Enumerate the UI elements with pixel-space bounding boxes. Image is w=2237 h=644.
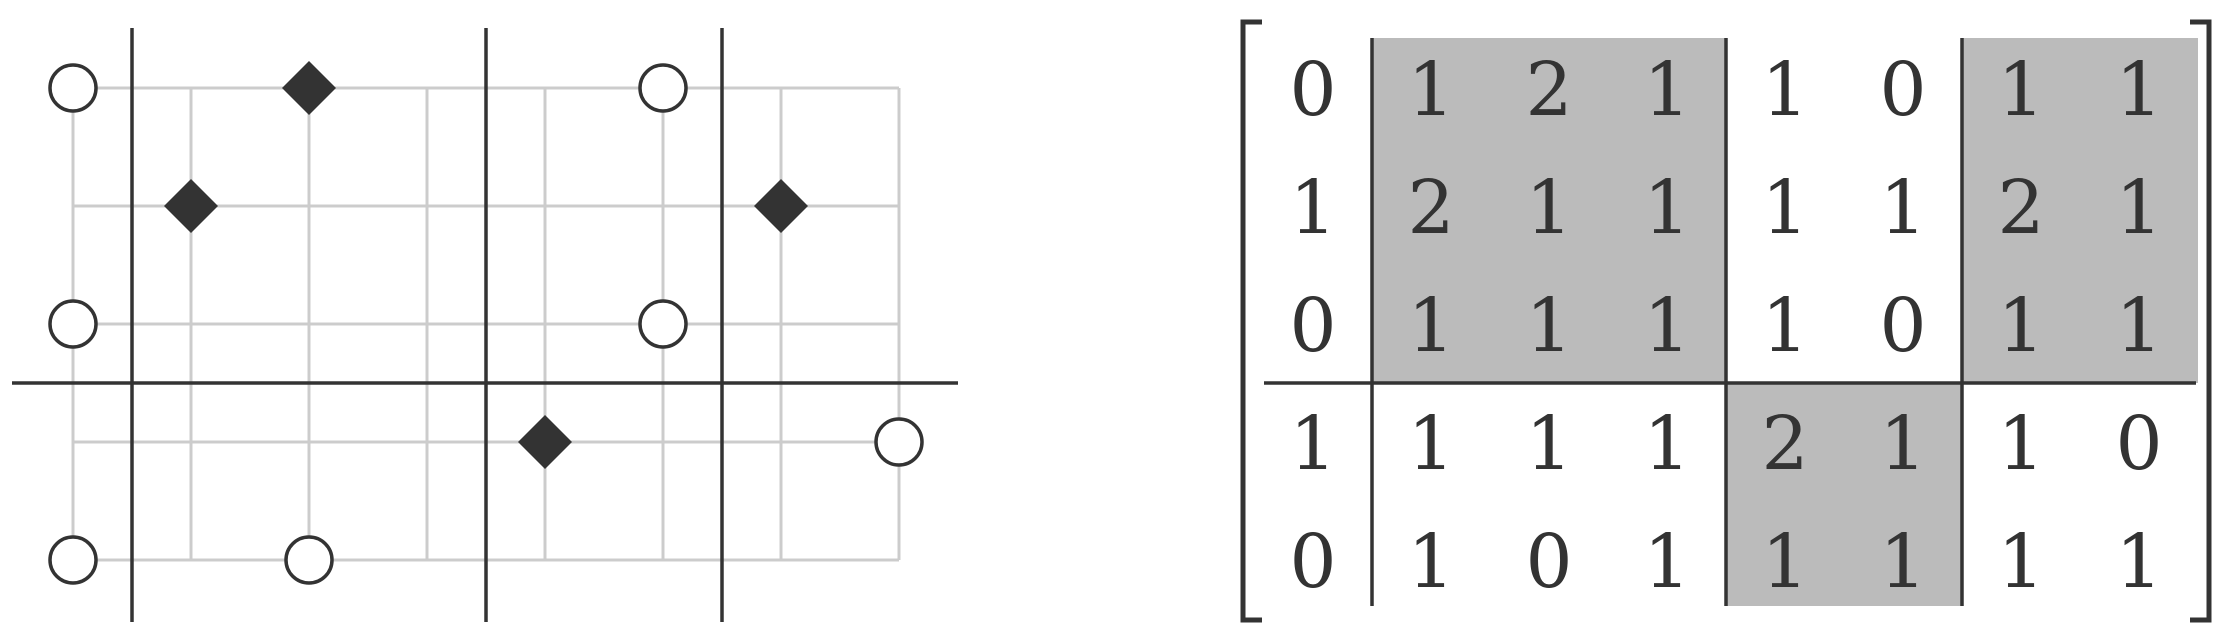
matrix-entry: 1 <box>1289 165 1336 251</box>
matrix-entry: 1 <box>1289 401 1336 487</box>
shaded-block <box>1726 383 1962 606</box>
lattice-markers <box>48 61 924 585</box>
circle-marker <box>638 63 688 113</box>
matrix-entry: 1 <box>1761 283 1808 369</box>
matrix-entry: 2 <box>1761 401 1808 487</box>
matrix-entry: 1 <box>2115 165 2162 251</box>
circle-marker <box>638 299 688 349</box>
matrix-entry: 1 <box>1879 401 1926 487</box>
matrix-entry: 1 <box>1761 165 1808 251</box>
matrix-entry: 1 <box>1407 401 1454 487</box>
matrix-entry: 0 <box>1289 283 1336 369</box>
matrix-entry: 1 <box>2115 47 2162 133</box>
diamond-marker <box>282 61 336 115</box>
matrix-block-separators <box>1264 38 2196 606</box>
matrix-entry: 0 <box>2115 401 2162 487</box>
matrix-entry: 1 <box>1643 47 1690 133</box>
matrix-entry: 1 <box>1407 47 1454 133</box>
matrix-entry: 2 <box>1407 165 1454 251</box>
lattice-block-separators <box>12 28 958 622</box>
matrix-entry: 1 <box>1407 519 1454 605</box>
diamond-marker <box>518 415 572 469</box>
matrix-entry: 1 <box>1525 165 1572 251</box>
matrix-entry: 1 <box>1761 47 1808 133</box>
matrix-entry: 1 <box>1525 283 1572 369</box>
circle-marker <box>48 299 98 349</box>
matrix-shaded-blocks <box>1372 38 2198 606</box>
matrix-entry: 1 <box>1643 165 1690 251</box>
lattice-diagram <box>12 28 958 622</box>
matrix-entry: 0 <box>1879 283 1926 369</box>
circle-marker <box>284 535 334 585</box>
matrix-entry: 1 <box>1879 165 1926 251</box>
matrix-entry: 0 <box>1289 519 1336 605</box>
circle-marker <box>48 63 98 113</box>
matrix-entry: 1 <box>1643 283 1690 369</box>
diamond-marker <box>754 179 808 233</box>
right-bracket <box>2190 19 2212 623</box>
matrix-entry: 1 <box>1407 283 1454 369</box>
matrix-entry: 1 <box>1997 47 2044 133</box>
matrix-entry: 0 <box>1525 519 1572 605</box>
matrix-entry: 1 <box>1997 401 2044 487</box>
matrix-entry: 0 <box>1879 47 1926 133</box>
matrix-entry: 1 <box>1997 283 2044 369</box>
matrix-entry: 2 <box>1525 47 1572 133</box>
matrix-entry: 1 <box>1997 519 2044 605</box>
matrix-entry: 1 <box>1643 519 1690 605</box>
matrix-entry: 1 <box>1761 519 1808 605</box>
matrix-entry: 1 <box>2115 283 2162 369</box>
circle-marker <box>48 535 98 585</box>
diamond-marker <box>164 179 218 233</box>
matrix-entry: 1 <box>1525 401 1572 487</box>
matrix-entry: 1 <box>1879 519 1926 605</box>
shaded-block <box>1372 38 1726 383</box>
left-bracket <box>1240 19 1262 623</box>
shaded-block <box>1962 38 2198 383</box>
matrix-entry: 1 <box>1643 401 1690 487</box>
matrix-entry: 2 <box>1997 165 2044 251</box>
matrix-entry: 0 <box>1289 47 1336 133</box>
circle-marker <box>874 417 924 467</box>
matrix-entry: 1 <box>2115 519 2162 605</box>
matrix-brackets <box>1240 19 2212 623</box>
